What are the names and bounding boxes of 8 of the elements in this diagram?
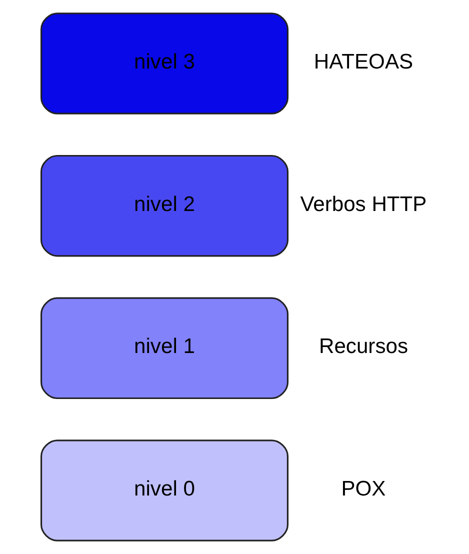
- node-label: Recursos: [318, 335, 408, 358]
- node-box: nivel 3: [40, 12, 288, 114]
- node-box: nivel 0: [40, 440, 288, 542]
- node-box: nivel 1: [40, 297, 288, 400]
- node-box: nivel 2: [40, 154, 288, 257]
- node-label: Verbos HTTP: [300, 192, 426, 216]
- node-label: HATEOAS: [313, 50, 413, 74]
- node-label: POX: [340, 478, 386, 501]
